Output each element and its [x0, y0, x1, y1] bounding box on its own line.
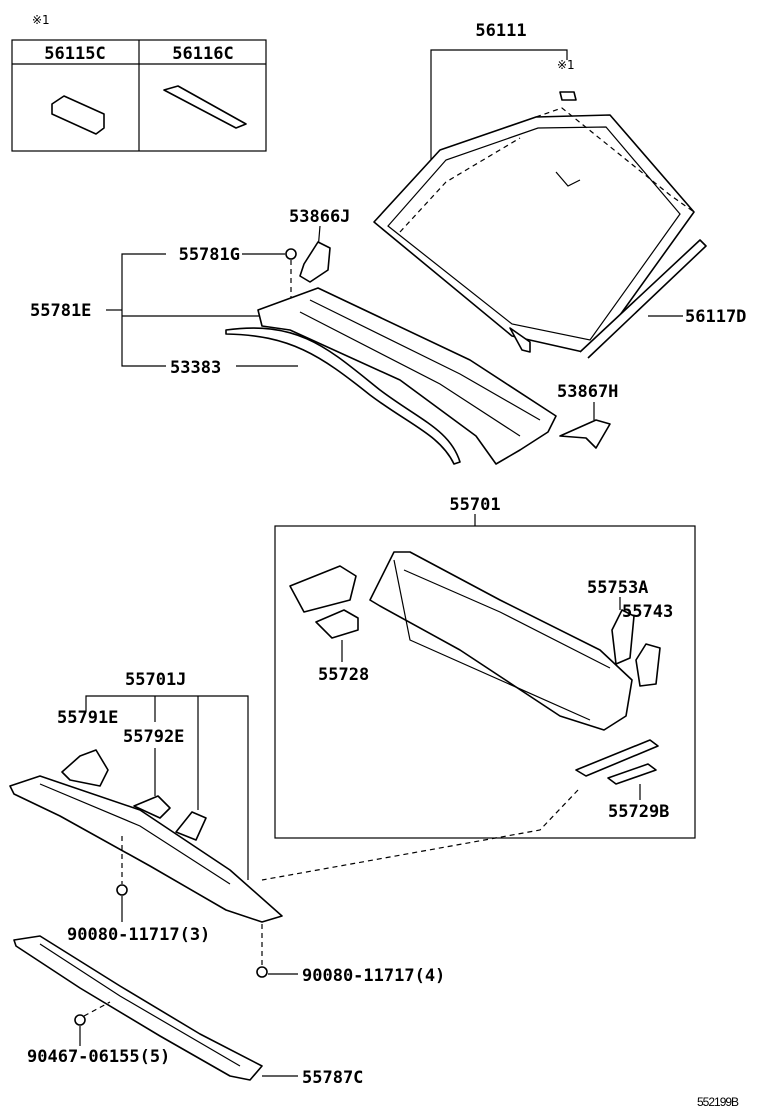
part-label-90080-11717-3[interactable]: 90080-11717(3): [67, 925, 210, 945]
part-53867H: [559, 419, 611, 449]
part-label-56116C[interactable]: 56116C: [172, 44, 233, 64]
part-56115C: [51, 95, 105, 135]
part-label-55787C[interactable]: 55787C: [302, 1068, 363, 1088]
part-56117D: [579, 239, 707, 359]
windshield-note: ※1: [557, 58, 575, 72]
inset-box: ※1 56115C 56116C: [11, 13, 267, 152]
part-55787C: [13, 935, 263, 1081]
part-label-53866J[interactable]: 53866J: [289, 207, 350, 227]
part-label-56111[interactable]: 56111: [475, 21, 526, 41]
part-53866J: [299, 241, 331, 283]
part-label-55728[interactable]: 55728: [318, 665, 369, 685]
part-55743: [635, 643, 661, 687]
part-label-55743[interactable]: 55743: [622, 602, 673, 622]
part-53383: [225, 327, 461, 465]
part-label-55701J[interactable]: 55701J: [125, 670, 186, 690]
part-label-56115C[interactable]: 56115C: [44, 44, 105, 64]
part-label-55753A[interactable]: 55753A: [587, 578, 648, 598]
part-55792E: [133, 795, 171, 819]
part-label-90467-06155-5[interactable]: 90467-06155(5): [27, 1047, 170, 1067]
part-55729B: [607, 763, 657, 785]
part-55701J: [9, 775, 283, 923]
part-label-55792E[interactable]: 55792E: [123, 727, 184, 747]
part-label-56117D[interactable]: 56117D: [685, 307, 746, 327]
part-56111: [373, 114, 695, 355]
part-label-55729B[interactable]: 55729B: [608, 802, 669, 822]
part-label-55781G[interactable]: 55781G: [179, 245, 240, 265]
part-55791E: [61, 749, 109, 787]
part-55781E: [257, 287, 557, 465]
part-90467-06155: [74, 1014, 86, 1026]
part-55753A: [611, 609, 635, 665]
part-55701: [369, 551, 633, 731]
part-label-55781E[interactable]: 55781E: [30, 301, 91, 321]
part-55781G: [285, 248, 297, 260]
inset-note: ※1: [32, 13, 50, 27]
part-90080-11717-4: [256, 966, 268, 978]
part-label-90080-11717-4[interactable]: 90080-11717(4): [302, 966, 445, 986]
part-56116C: [163, 85, 247, 129]
part-label-53867H[interactable]: 53867H: [557, 382, 618, 402]
part-55728: [315, 609, 359, 639]
diagram-code: 552199B: [697, 1095, 739, 1109]
part-label-55791E[interactable]: 55791E: [57, 708, 118, 728]
part-label-55701[interactable]: 55701: [449, 495, 500, 515]
windshield-group: 56111 ※1: [373, 21, 695, 355]
part-label-53383[interactable]: 53383: [170, 358, 221, 378]
